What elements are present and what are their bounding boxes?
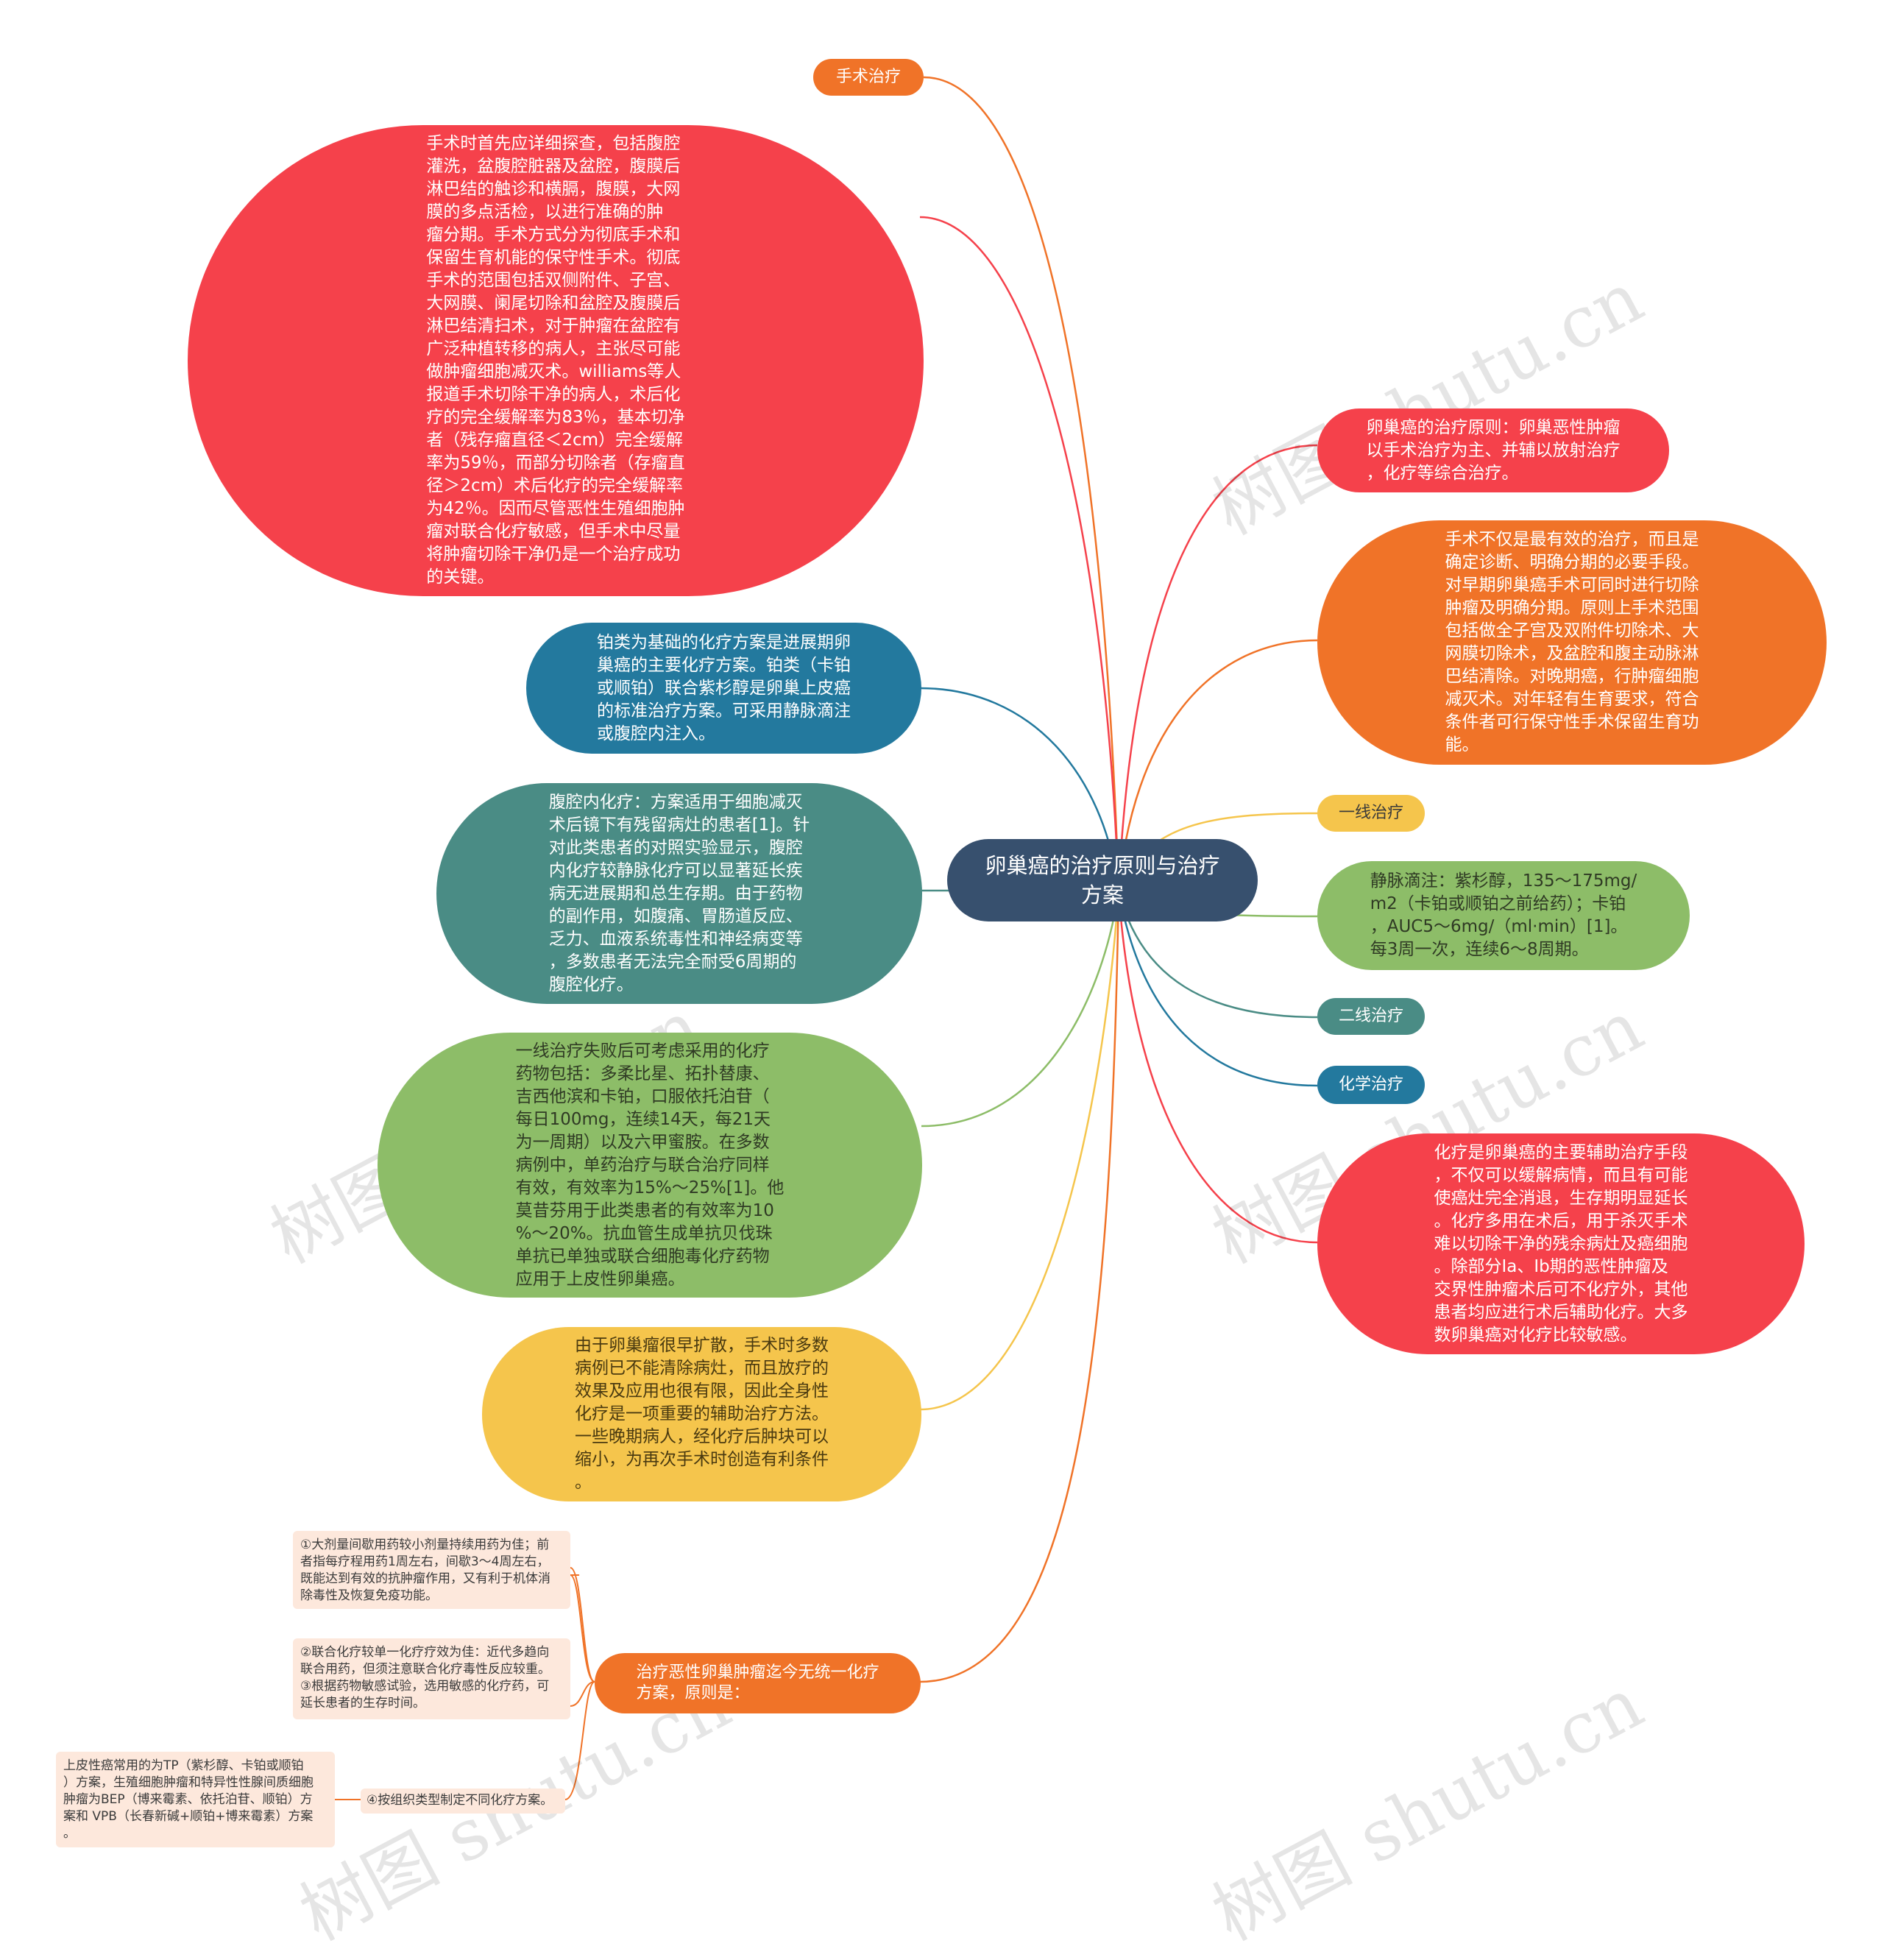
surgery-detail-node[interactable]: 手术时首先应详细探查，包括腹腔 灌洗，盆腹腔脏器及盆腔，腹膜后 淋巴结的触诊和横… xyxy=(188,125,924,596)
histology-regimen-note-text: 上皮性癌常用的为TP（紫杉醇、卡铂或顺铂 ）方案，生殖细胞肿瘤和特异性性腺间质细… xyxy=(63,1758,314,1841)
platinum-chemo-text: 铂类为基础的化疗方案是进展期卵 巢癌的主要化疗方案。铂类（卡铂 或顺铂）联合紫杉… xyxy=(597,632,851,743)
second-line-label: 二线治疗 xyxy=(1338,1007,1403,1025)
first-line-label-node[interactable]: 一线治疗 xyxy=(1317,795,1425,832)
second-line-label-node[interactable]: 二线治疗 xyxy=(1317,998,1425,1035)
surgery-treatment-label-node[interactable]: 手术治疗 xyxy=(813,59,924,96)
principle-note-2[interactable]: ②联合化疗较单一化疗疗效为佳：近代多趋向 联合用药，但须注意联合化疗毒性反应较重… xyxy=(293,1638,570,1719)
chemo-auxiliary-node[interactable]: 化疗是卵巢癌的主要辅助治疗手段 ，不仅可以缓解病情，而且有可能 使癌灶完全消退，… xyxy=(1317,1133,1805,1354)
first-line-label: 一线治疗 xyxy=(1338,804,1403,822)
surgery-treatment-label: 手术治疗 xyxy=(835,68,901,86)
surgery-effective-node[interactable]: 手术不仅是最有效的治疗，而且是 确定诊断、明确分期的必要手段。 对早期卵巢癌手术… xyxy=(1317,520,1827,765)
mindmap-canvas: 树图 shutu.cn 树图 shutu.cn 树图 shutu.cn 树图 s… xyxy=(56,59,1827,1956)
second-line-detail-text: 一线治疗失败后可考虑采用的化疗 药物包括：多柔比星、拓扑替康、 吉西他滨和卡铂，… xyxy=(515,1041,785,1289)
principle-note-1-text: ①大剂量间歇用药较小剂量持续用药为佳；前 者指每疗程用药1周左右，间歇3～4周左… xyxy=(300,1538,550,1603)
systemic-chemo-node[interactable]: 由于卵巢瘤很早扩散，手术时多数 病例已不能清除病灶，而且放疗的 效果及应用也很有… xyxy=(482,1327,921,1501)
principle-note-2-text: ②联合化疗较单一化疗疗效为佳：近代多趋向 联合用药，但须注意联合化疗毒性反应较重… xyxy=(300,1645,550,1710)
surgery-effective-text: 手术不仅是最有效的治疗，而且是 确定诊断、明确分期的必要手段。 对早期卵巢癌手术… xyxy=(1445,530,1699,754)
second-line-detail-node[interactable]: 一线治疗失败后可考虑采用的化疗 药物包括：多柔比星、拓扑替康、 吉西他滨和卡铂，… xyxy=(378,1033,922,1298)
principle-note-4-text: ④按组织类型制定不同化疗方案。 xyxy=(366,1793,553,1808)
principle-note-4[interactable]: ④按组织类型制定不同化疗方案。 xyxy=(361,1789,565,1814)
no-unified-regimen-text: 治疗恶性卵巢肿瘤迄今无统一化疗 方案，原则是： xyxy=(636,1663,879,1702)
iv-infusion-node[interactable]: 静脉滴注：紫杉醇，135～175mg/ m2（卡铂或顺铂之前给药）；卡铂 ，AU… xyxy=(1317,861,1690,970)
no-unified-regimen-node[interactable]: 治疗恶性卵巢肿瘤迄今无统一化疗 方案，原则是： xyxy=(595,1653,921,1713)
platinum-chemo-node[interactable]: 铂类为基础的化疗方案是进展期卵 巢癌的主要化疗方案。铂类（卡铂 或顺铂）联合紫杉… xyxy=(526,623,921,754)
histology-regimen-note[interactable]: 上皮性癌常用的为TP（紫杉醇、卡铂或顺铂 ）方案，生殖细胞肿瘤和特异性性腺间质细… xyxy=(56,1752,335,1847)
principle-note-1[interactable]: ①大剂量间歇用药较小剂量持续用药为佳；前 者指每疗程用药1周左右，间歇3～4周左… xyxy=(293,1531,570,1609)
treatment-principle-node[interactable]: 卵巢癌的治疗原则：卵巢恶性肿瘤 以手术治疗为主、并辅以放射治疗 ，化疗等综合治疗… xyxy=(1317,408,1669,492)
chemo-auxiliary-text: 化疗是卵巢癌的主要辅助治疗手段 ，不仅可以缓解病情，而且有可能 使癌灶完全消退，… xyxy=(1434,1142,1688,1345)
central-topic-node[interactable]: 卵巢癌的治疗原则与治疗 方案 xyxy=(947,839,1258,921)
surgery-detail-text: 手术时首先应详细探查，包括腹腔 灌洗，盆腹腔脏器及盆腔，腹膜后 淋巴结的触诊和横… xyxy=(426,134,685,587)
intraperitoneal-chemo-text: 腹腔内化疗：方案适用于细胞减灭 术后镜下有残留病灶的患者[1]。针 对此类患者的… xyxy=(548,792,810,994)
iv-infusion-text: 静脉滴注：紫杉醇，135～175mg/ m2（卡铂或顺铂之前给药）；卡铂 ，AU… xyxy=(1370,871,1637,959)
chemotherapy-label: 化学治疗 xyxy=(1338,1075,1403,1094)
treatment-principle-text: 卵巢癌的治疗原则：卵巢恶性肿瘤 以手术治疗为主、并辅以放射治疗 ，化疗等综合治疗… xyxy=(1366,417,1621,483)
central-topic-text: 卵巢癌的治疗原则与治疗 方案 xyxy=(985,853,1220,908)
intraperitoneal-chemo-node[interactable]: 腹腔内化疗：方案适用于细胞减灭 术后镜下有残留病灶的患者[1]。针 对此类患者的… xyxy=(436,783,922,1004)
chemotherapy-label-node[interactable]: 化学治疗 xyxy=(1317,1066,1425,1104)
systemic-chemo-text: 由于卵巢瘤很早扩散，手术时多数 病例已不能清除病灶，而且放疗的 效果及应用也很有… xyxy=(575,1336,829,1492)
